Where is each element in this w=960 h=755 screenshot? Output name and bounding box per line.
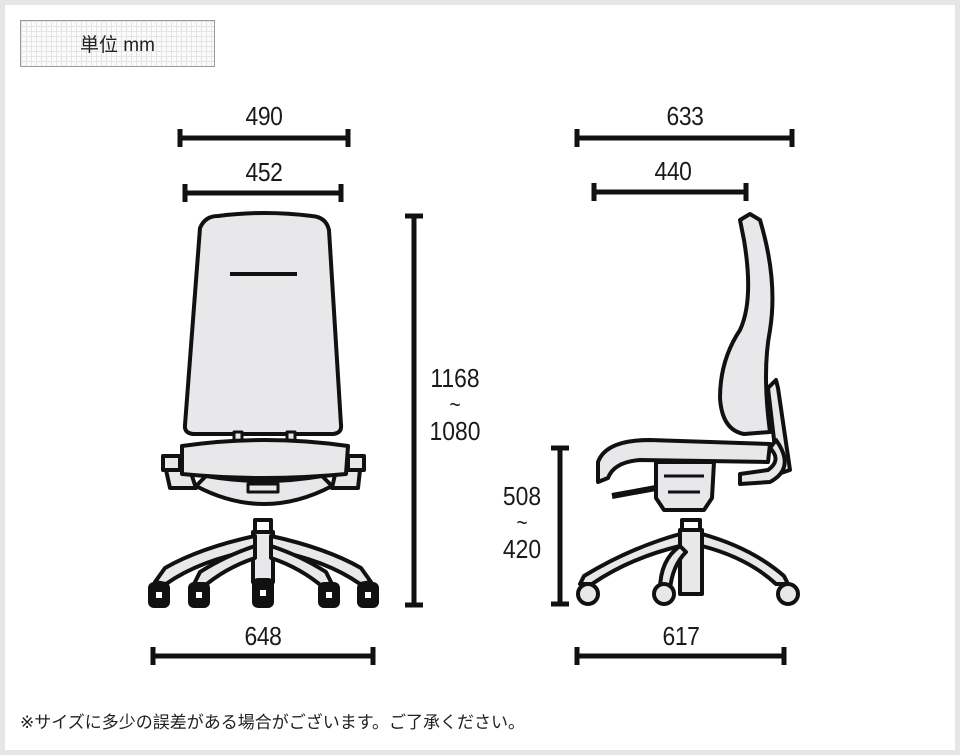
chair-front-view xyxy=(153,211,373,590)
diagram-canvas xyxy=(5,5,955,750)
dimension-line-side-base-depth xyxy=(574,647,787,665)
height-range-separator: ~ xyxy=(449,391,461,417)
side-overall-depth-label: 633 xyxy=(666,101,704,131)
height-max-value: 1168 xyxy=(430,363,480,393)
dimension-line-front-base-width xyxy=(150,647,376,665)
dimension-line-side-overall-depth xyxy=(574,129,795,147)
unit-label: 単位 mm xyxy=(80,35,155,56)
dimension-line-seat-height xyxy=(551,445,569,607)
dimension-line-backrest-width xyxy=(182,184,344,202)
seat-depth-label: 440 xyxy=(654,156,692,186)
side-base-depth-label: 617 xyxy=(662,621,700,651)
disclaimer-note: ※サイズに多少の誤差がある場合がございます。ご了承ください。 xyxy=(20,713,526,732)
seat-height-range-separator: ~ xyxy=(516,509,528,535)
seat-height-label: 508 ~ 420 xyxy=(497,480,546,566)
front-base-width-label: 648 xyxy=(244,621,282,651)
seat-height-max-value: 508 xyxy=(502,481,542,511)
dimension-line-front-overall-width xyxy=(177,129,351,147)
backrest-width-label: 452 xyxy=(245,157,283,187)
seat-height-min-value: 420 xyxy=(502,534,542,565)
unit-label-box: 単位 mm xyxy=(20,20,215,67)
casters-side xyxy=(576,582,800,606)
front-overall-width-label: 490 xyxy=(245,101,283,131)
height-min-value: 1080 xyxy=(429,416,481,447)
dimension-line-overall-height xyxy=(405,213,423,608)
dimension-line-seat-depth xyxy=(591,183,749,201)
chair-side-view xyxy=(578,212,792,596)
overall-height-label: 1168 ~ 1080 xyxy=(426,362,484,448)
